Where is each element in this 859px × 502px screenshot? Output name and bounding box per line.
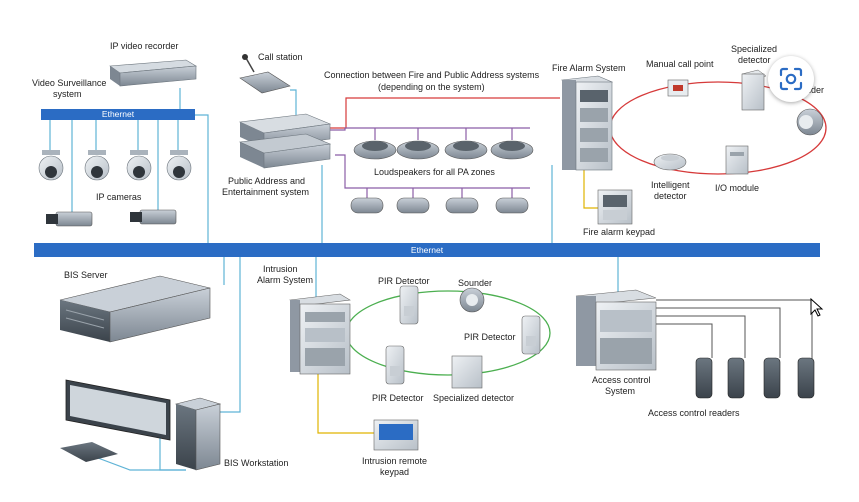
- ethernet-bar-main: [34, 243, 820, 257]
- video-surveillance-label-line2: system: [53, 89, 82, 99]
- bis-workstation-device: [60, 379, 222, 471]
- pa-system-device: [238, 113, 332, 169]
- intelligent-detector-device: [653, 153, 687, 171]
- bis-workstation-label: BIS Workstation: [224, 458, 289, 468]
- access-control-reader-devices: [695, 357, 815, 399]
- ip-camera-box: [46, 209, 177, 227]
- specialized-detector-mid-label: Specialized detector: [433, 393, 515, 403]
- pir-right-label: PIR Detector: [464, 332, 516, 342]
- specialized-detector-mid-device: [451, 355, 483, 389]
- intelligent-detector-label-line2: detector: [654, 191, 687, 201]
- loudspeakers-label: Loudspeakers for all PA zones: [374, 167, 495, 177]
- access-control-label-line2: System: [605, 386, 636, 396]
- access-control-panel: [575, 289, 657, 371]
- intrusion-keypad-line: [317, 372, 374, 434]
- google-lens-icon: [779, 67, 803, 91]
- connection-label-line1: Connection between Fire and Public Addre…: [324, 70, 540, 80]
- manual-call-point-label: Manual call point: [646, 59, 714, 69]
- access-reader-wiring: [656, 299, 813, 360]
- pa-speaker-wiring: [330, 127, 530, 198]
- intelligent-detector-label-line1: Intelligent: [651, 180, 690, 190]
- intrusion-label-line1: Intrusion: [263, 264, 298, 274]
- fire-alarm-keypad-label: Fire alarm keypad: [583, 227, 656, 237]
- ethernet-top-label: Ethernet: [101, 109, 135, 119]
- fire-pa-connection-line: [330, 97, 560, 129]
- intrusion-keypad-label-line2: keypad: [380, 467, 410, 477]
- intrusion-keypad-device: [373, 419, 419, 451]
- access-control-readers-label: Access control readers: [648, 408, 740, 418]
- ip-camera-dome: [38, 150, 192, 181]
- sounder-top-device: [796, 108, 824, 136]
- pir-top-label: PIR Detector: [378, 276, 430, 286]
- access-control-label-line1: Access control: [592, 375, 651, 385]
- ip-video-recorder-label: IP video recorder: [110, 41, 179, 51]
- pa-label-line1: Public Address and: [228, 176, 306, 186]
- specialized-detector-top-label-line1: Specialized: [731, 44, 778, 54]
- io-module-label: I/O module: [715, 183, 760, 193]
- lens-button[interactable]: [768, 56, 814, 102]
- pa-label-line2: Entertainment system: [222, 187, 310, 197]
- fire-alarm-system-label: Fire Alarm System: [552, 63, 626, 73]
- call-station-device: [239, 54, 291, 94]
- specialized-detector-top-label-line2: detector: [738, 55, 771, 65]
- ethernet-main-label: Ethernet: [410, 245, 444, 255]
- intrusion-keypad-label-line1: Intrusion remote: [362, 456, 428, 466]
- sounder-mid-device: [459, 287, 485, 313]
- intrusion-alarm-panel: [289, 293, 351, 375]
- sounder-mid-label: Sounder: [458, 278, 493, 288]
- call-station-label: Call station: [258, 52, 303, 62]
- intrusion-label-line2: Alarm System: [257, 275, 314, 285]
- fire-keypad-line: [583, 170, 598, 209]
- specialized-detector-top-device: [741, 69, 767, 111]
- bis-server-label: BIS Server: [64, 270, 108, 280]
- manual-call-point-device: [667, 79, 689, 97]
- fire-alarm-panel: [560, 75, 614, 171]
- fire-alarm-keypad-device: [597, 189, 633, 225]
- bis-server-device: [59, 275, 211, 343]
- mouse-pointer-icon: [810, 298, 824, 317]
- wall-loudspeakers: [350, 197, 529, 214]
- network-lines: [49, 88, 619, 471]
- intrusion-detector-loop: [345, 290, 551, 376]
- video-surveillance-label-line1: Video Surveillance: [32, 78, 107, 88]
- io-module-device: [725, 145, 749, 175]
- connection-label-line2: (depending on the system): [378, 82, 485, 92]
- ip-cameras-label: IP cameras: [96, 192, 142, 202]
- ethernet-bar-top: [41, 109, 195, 120]
- pir-detector-devices: [385, 285, 541, 385]
- ip-video-recorder-device: [109, 59, 197, 87]
- pir-bottom-label: PIR Detector: [372, 393, 424, 403]
- ceiling-loudspeakers: [353, 140, 534, 160]
